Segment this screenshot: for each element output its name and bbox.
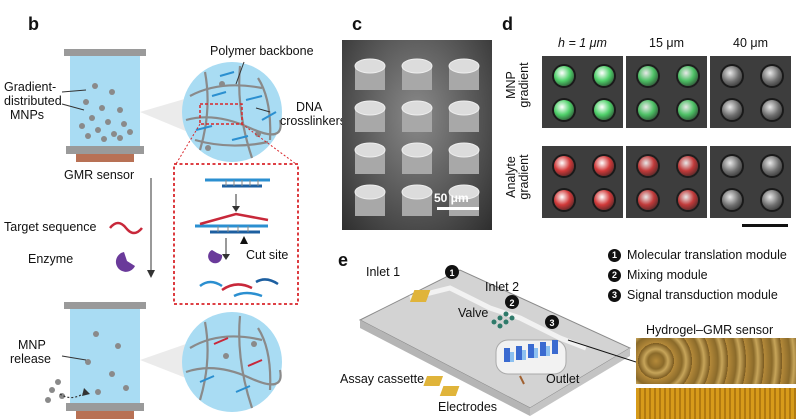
gradient-mnps-label-1: Gradient- xyxy=(4,80,57,94)
electrodes-label: Electrodes xyxy=(438,400,498,414)
pillar-dot xyxy=(722,156,742,176)
micropillar-top xyxy=(401,142,433,158)
valve-label: Valve xyxy=(458,306,489,320)
dna-crosslinkers-label-1: DNA xyxy=(296,100,323,114)
pillar-dot xyxy=(594,190,614,210)
pillar-dot xyxy=(762,156,782,176)
pillar-dot xyxy=(678,156,698,176)
outlet-label: Outlet xyxy=(546,372,580,386)
dna-crosslinkers-label-2: crosslinkers xyxy=(280,114,346,128)
micropillar-top xyxy=(448,100,480,116)
pillar-dot xyxy=(638,156,658,176)
pillar-dot xyxy=(678,66,698,86)
pillar-dot xyxy=(594,66,614,86)
pillar-dot xyxy=(554,100,574,120)
micropillar-array xyxy=(354,58,480,216)
pillar-dot xyxy=(554,190,574,210)
micropillar-top xyxy=(354,142,386,158)
hydrogel-zoom-top xyxy=(182,62,282,162)
polymer-backbone-label: Polymer backbone xyxy=(210,44,314,58)
gmr-sensor-top xyxy=(76,154,134,162)
fluorescence-cell xyxy=(542,146,623,218)
panel-b-letter: b xyxy=(28,14,39,34)
cut-site-marker xyxy=(240,236,248,244)
dna-crosslinkers-top xyxy=(195,71,277,141)
reaction-detail-box xyxy=(173,163,299,305)
sem-micropillar-image xyxy=(342,40,492,230)
scale-bar-d xyxy=(742,224,788,227)
fluorescence-cell xyxy=(710,56,791,128)
micropillar-top xyxy=(354,100,386,116)
pillar-dot xyxy=(722,190,742,210)
micropillar-top xyxy=(401,58,433,74)
target-sequence-icon xyxy=(109,221,143,235)
pillar-dot xyxy=(762,100,782,120)
gradient-mnps-label-2: distributed xyxy=(4,94,62,108)
micropillar-top xyxy=(354,58,386,74)
pillar-dot xyxy=(762,66,782,86)
column-header-1: h = 1 μm xyxy=(558,36,607,50)
svg-text:1: 1 xyxy=(449,268,454,278)
pillar-dot xyxy=(638,100,658,120)
micropillar-top xyxy=(448,58,480,74)
hydrogel-zoom-bottom xyxy=(182,312,282,412)
fluorescence-cell xyxy=(626,56,707,128)
panel-b-illustration xyxy=(45,49,299,419)
mnp-release-label-1: MNP xyxy=(18,338,46,352)
pillar-dot xyxy=(638,66,658,86)
gmr-sensor-label: GMR sensor xyxy=(64,168,135,182)
vial-base-top xyxy=(66,146,144,154)
enzyme-icon xyxy=(115,252,135,272)
micropillar-top xyxy=(354,184,386,200)
mnp-particles-top xyxy=(79,83,133,142)
pillar-dot xyxy=(678,100,698,120)
assay-cassette-diagram: 1 2 3 xyxy=(358,265,637,416)
gmr-sensor-photo xyxy=(636,388,796,419)
scale-bar-c-label: 50 μm xyxy=(434,191,469,205)
fluorescence-cell xyxy=(542,56,623,128)
pillar-dot xyxy=(594,156,614,176)
svg-text:3: 3 xyxy=(549,318,554,328)
column-header-3: 40 μm xyxy=(733,36,768,50)
column-header-2: 15 μm xyxy=(649,36,684,50)
micropillar-top xyxy=(448,142,480,158)
vial-cap-top xyxy=(64,49,146,56)
pillar-dot xyxy=(722,66,742,86)
hydrogel-gmr-photo xyxy=(636,338,796,384)
inlet1-label: Inlet 1 xyxy=(366,265,401,279)
panel-c-letter: c xyxy=(352,14,363,34)
enzyme-label: Enzyme xyxy=(28,252,74,266)
panel-e-letter: e xyxy=(338,250,349,270)
fluorescence-cell xyxy=(626,146,707,218)
scale-bar-c xyxy=(437,207,479,210)
mnp-release-label-2: release xyxy=(10,352,51,366)
inlet2-label: Inlet 2 xyxy=(485,280,520,294)
panel-d-letter: d xyxy=(502,14,513,34)
zoom-box-small xyxy=(199,103,243,125)
pillar-dot xyxy=(638,190,658,210)
micropillar-top xyxy=(401,184,433,200)
fluorescence-cell xyxy=(710,146,791,218)
hydrogel-gmr-label: Hydrogel–GMR sensor xyxy=(646,323,774,337)
pillar-dot xyxy=(594,100,614,120)
micropillar-top xyxy=(401,100,433,116)
assay-cassette-label: Assay cassette xyxy=(340,372,425,386)
pillar-dot xyxy=(722,100,742,120)
pillar-dot xyxy=(554,66,574,86)
target-sequence-label: Target sequence xyxy=(4,220,97,234)
pillar-dot xyxy=(762,190,782,210)
svg-text:2: 2 xyxy=(509,298,514,308)
pillar-dot xyxy=(678,190,698,210)
hydrogel-vial-bottom xyxy=(70,309,140,403)
pillar-dot xyxy=(554,156,574,176)
gradient-mnps-label-3: MNPs xyxy=(10,108,45,122)
cut-site-label: Cut site xyxy=(246,248,289,262)
micropillar-top xyxy=(448,184,480,200)
